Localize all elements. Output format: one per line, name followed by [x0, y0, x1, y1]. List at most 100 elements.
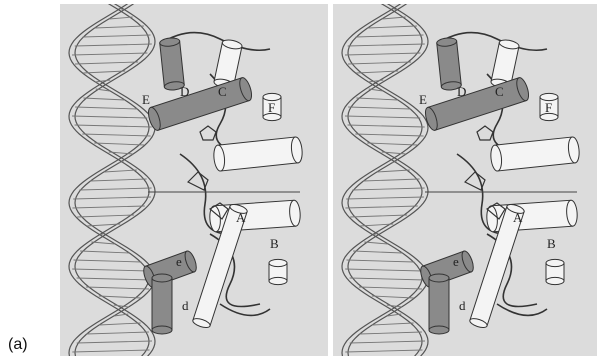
label-A: A [236, 210, 246, 225]
base-pair-rung [368, 80, 383, 82]
helix-small [546, 259, 564, 284]
helix-D [436, 37, 461, 91]
base-pair-rung [350, 341, 425, 343]
base-pair-rung [387, 305, 402, 307]
label-B: B [270, 236, 279, 251]
base-pair-rung [72, 350, 149, 352]
label-d: d [182, 298, 189, 313]
base-pair-rung [356, 98, 397, 100]
label-C: C [218, 84, 227, 99]
helix-small-cap [269, 259, 287, 266]
base-pair-rung [72, 53, 147, 55]
helix-small-end [269, 277, 287, 284]
base-pair-rung [82, 134, 150, 136]
sidechain-1 [200, 126, 216, 140]
base-pair-rung [77, 215, 134, 217]
helix-upper [213, 136, 304, 171]
label-E: E [142, 92, 150, 107]
label-F: F [268, 100, 275, 115]
helix-upper-body [218, 137, 298, 171]
helix-E-long [423, 76, 531, 131]
base-pair-rung [75, 107, 138, 109]
label-D: D [457, 84, 466, 99]
base-pair-rung [352, 188, 424, 190]
base-pair-rung [345, 269, 422, 271]
base-pair-rung [75, 62, 138, 64]
label-A: A [513, 210, 523, 225]
label-B: B [547, 236, 556, 251]
base-pair-rung [348, 62, 411, 64]
helix-d-end [429, 326, 449, 334]
helix-d [152, 274, 172, 334]
helix-D-body [437, 41, 461, 87]
helix-small-cap [546, 259, 564, 266]
helix-small-end [546, 277, 564, 284]
base-pair-rung [77, 341, 152, 343]
label-D: D [180, 84, 189, 99]
base-pair-rung [345, 350, 422, 352]
base-pair-rung [377, 170, 410, 172]
base-pair-rung [346, 197, 424, 199]
stereo-panel-right: EDCFABed [333, 4, 597, 356]
base-pair-rung [372, 323, 413, 325]
label-e: e [176, 254, 182, 269]
base-pair-rung [86, 287, 149, 289]
dna-double-helix [342, 4, 428, 356]
base-pair-rung [104, 170, 137, 172]
base-pair-rung [75, 125, 152, 127]
base-pair-rung [79, 188, 151, 190]
base-pair-rung [114, 305, 129, 307]
base-pair-rung [86, 332, 149, 334]
helix-d-cap [429, 274, 449, 282]
base-pair-rung [353, 251, 402, 253]
dna-double-helix [69, 4, 155, 356]
base-pair-rung [83, 98, 124, 100]
base-pair-rung [350, 215, 407, 217]
sidechain-1 [477, 126, 493, 140]
base-pair-rung [355, 134, 423, 136]
base-pair-rung [80, 251, 129, 253]
base-pair-rung [95, 80, 110, 82]
helix-D-body [160, 41, 184, 87]
helix-d [429, 274, 449, 334]
base-pair-rung [90, 179, 146, 181]
base-pair-rung [368, 26, 417, 28]
base-pair-rung [74, 260, 142, 262]
sidechain-2 [465, 172, 485, 190]
base-pair-rung [345, 116, 420, 118]
base-pair-rung [363, 179, 419, 181]
label-e: e [453, 254, 459, 269]
helix-d-body [152, 278, 172, 330]
sidechain-2 [188, 172, 208, 190]
base-pair-rung [348, 107, 411, 109]
label-F: F [545, 100, 552, 115]
base-pair-rung [72, 206, 144, 208]
helix-upper-body [495, 137, 575, 171]
base-pair-rung [73, 197, 151, 199]
base-pair-rung [348, 125, 425, 127]
base-pair-rung [367, 143, 417, 145]
label-d: d [459, 298, 466, 313]
helix-D [159, 37, 184, 91]
base-pair-rung [347, 260, 415, 262]
base-pair-rung [77, 278, 152, 280]
base-pair-rung [350, 278, 425, 280]
helix-d-end [152, 326, 172, 334]
base-pair-rung [348, 44, 425, 46]
base-pair-rung [83, 35, 151, 37]
base-pair-rung [72, 116, 147, 118]
base-pair-rung [75, 44, 152, 46]
base-pair-rung [72, 269, 149, 271]
helix-small [269, 259, 287, 284]
base-pair-rung [356, 35, 424, 37]
base-pair-rung [345, 53, 420, 55]
helix-upper [490, 136, 581, 171]
protein-model: E D C F A Be d [141, 33, 303, 334]
base-pair-rung [359, 287, 422, 289]
base-pair-rung [94, 143, 144, 145]
base-pair-rung [95, 26, 144, 28]
helix-d-cap [152, 274, 172, 282]
